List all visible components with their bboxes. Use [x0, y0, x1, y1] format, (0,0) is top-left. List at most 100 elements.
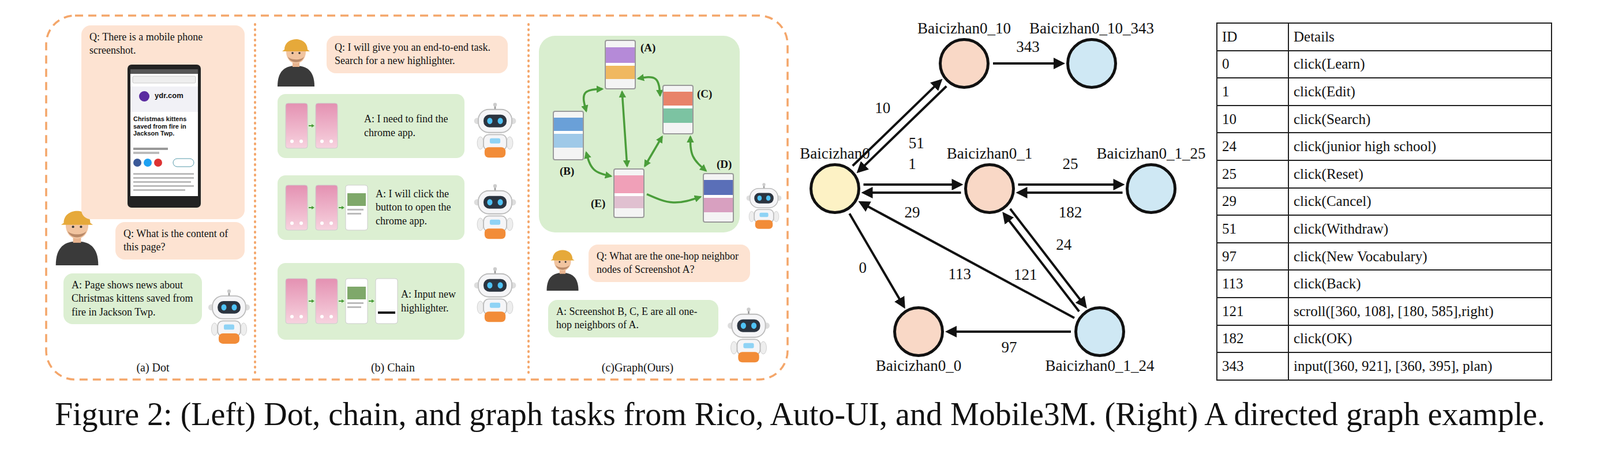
illustration-part [154, 158, 163, 167]
bubble-text: Q: There is a mobile phone screenshot. [89, 30, 237, 58]
arrow-connector [849, 213, 905, 307]
table-text: 113 [1222, 275, 1244, 292]
edge-label: 0 [857, 259, 869, 277]
illustration-part [345, 278, 368, 324]
edge-label: 1 [906, 155, 918, 174]
illustration-part [341, 299, 345, 303]
graph-node: Baicizhan0_10 [938, 38, 990, 89]
robot-avatar [474, 267, 517, 322]
illustration-part [130, 69, 198, 204]
illustration-part [320, 139, 324, 144]
edge-label: 343 [1014, 38, 1042, 56]
illustration-part [347, 193, 366, 206]
table-cell: 113 [1217, 270, 1290, 299]
table-cell: click(Edit) [1289, 78, 1553, 107]
node-label: Baicizhan0_10 [917, 20, 1011, 38]
node-label: Baicizhan0_1_25 [1096, 145, 1206, 163]
illustration-part [338, 207, 344, 209]
table-cell: 25 [1217, 160, 1290, 189]
table-text: click(junior high school) [1293, 138, 1437, 155]
table-text: Details [1293, 28, 1335, 46]
user-avatar [546, 249, 579, 291]
table-text: 25 [1222, 166, 1237, 183]
edge-label: 51 [907, 135, 927, 153]
table-cell: 343 [1217, 353, 1290, 381]
illustration-part [341, 205, 345, 210]
illustration-part [347, 286, 366, 300]
table-text: 10 [1222, 111, 1237, 128]
illustration-part [132, 76, 196, 84]
arrow-connector [1018, 191, 1123, 194]
edge-label: 29 [902, 204, 923, 222]
arrow-connector [646, 194, 701, 203]
illustration-part [127, 64, 201, 208]
table-cell: click(Search) [1289, 106, 1553, 134]
table-text: click(Cancel) [1293, 193, 1372, 210]
illustration-part [299, 139, 303, 144]
illustration-part [133, 151, 160, 155]
illustration-part [338, 300, 344, 302]
table-cell: Details [1289, 23, 1553, 52]
screenshot-node: (A) [604, 39, 636, 90]
table-cell: click(Cancel) [1289, 188, 1553, 217]
illustration-part [375, 278, 398, 324]
illustration-part [290, 315, 294, 319]
bubble-text: A: Screenshot B, C, E are all one-hop ne… [556, 305, 711, 333]
table-cell: click(Learn) [1289, 51, 1553, 80]
answer-panel: A: Input new highlighter. [277, 263, 465, 340]
illustration-part [311, 205, 315, 210]
illustration-part [320, 315, 324, 319]
edge-label: 121 [1012, 266, 1040, 284]
illustration-part [130, 69, 198, 74]
illustration-part [130, 196, 198, 204]
table-cell: 182 [1217, 326, 1290, 354]
edge-label: 24 [1054, 237, 1074, 255]
graph-node: Baicizhan0_1_25 [1125, 163, 1177, 215]
illustration-part [285, 185, 308, 231]
chain-thumbnails [285, 103, 398, 324]
table-text: click(Search) [1293, 111, 1371, 128]
arrow-connector [690, 136, 706, 171]
illustration-part [143, 158, 152, 167]
bubble-text: A: Page shows news about Christmas kitte… [71, 278, 194, 320]
illustration-part [315, 103, 338, 149]
robot-avatar [208, 289, 250, 344]
table-text: click(OK) [1293, 330, 1352, 347]
arrow-connector [638, 77, 661, 96]
screenshot-label: (D) [716, 158, 732, 171]
arrow-connector [586, 152, 612, 177]
illustration-part [368, 300, 374, 302]
table-cell: 29 [1217, 188, 1290, 217]
table-cell: 10 [1217, 106, 1290, 134]
illustration-part [139, 91, 150, 102]
illustration-part [377, 311, 396, 314]
robot-avatar [474, 184, 517, 239]
table-cell: click(Reset) [1289, 160, 1553, 189]
arrow-connector [857, 85, 947, 172]
graph-node: Baicizhan0_0 [893, 306, 944, 358]
screenshot-node: (E) [613, 168, 645, 219]
illustration-part [329, 221, 333, 226]
dashed-frame [46, 15, 788, 380]
user-avatar [277, 39, 315, 87]
screenshot-label: (A) [640, 41, 656, 55]
illustration-part [173, 158, 194, 167]
table-text: 343 [1222, 358, 1244, 375]
illustration-part [290, 221, 294, 226]
bubble-text: A: I will click the button to open the c… [375, 187, 460, 228]
question-bubble: Q: I will give you an end-to-end task. S… [326, 35, 508, 74]
dotted-divider [527, 24, 530, 374]
illustration-part [345, 185, 368, 231]
bubble-text: Q: I will give you an end-to-end task. S… [334, 40, 500, 69]
illustration-part [299, 221, 303, 226]
arrow-connector [947, 330, 1071, 333]
graph-region [538, 35, 740, 233]
illustration-part [311, 124, 315, 128]
table-cell: click(OK) [1289, 326, 1553, 354]
illustration-part [285, 278, 308, 324]
illustration-part [299, 315, 303, 319]
table-cell: scroll([360, 108], [180, 585],right) [1289, 298, 1553, 327]
table-text: click(Withdraw) [1293, 220, 1389, 238]
illustration-part [315, 278, 338, 324]
node-label: Baicizhan0_0 [875, 357, 962, 376]
